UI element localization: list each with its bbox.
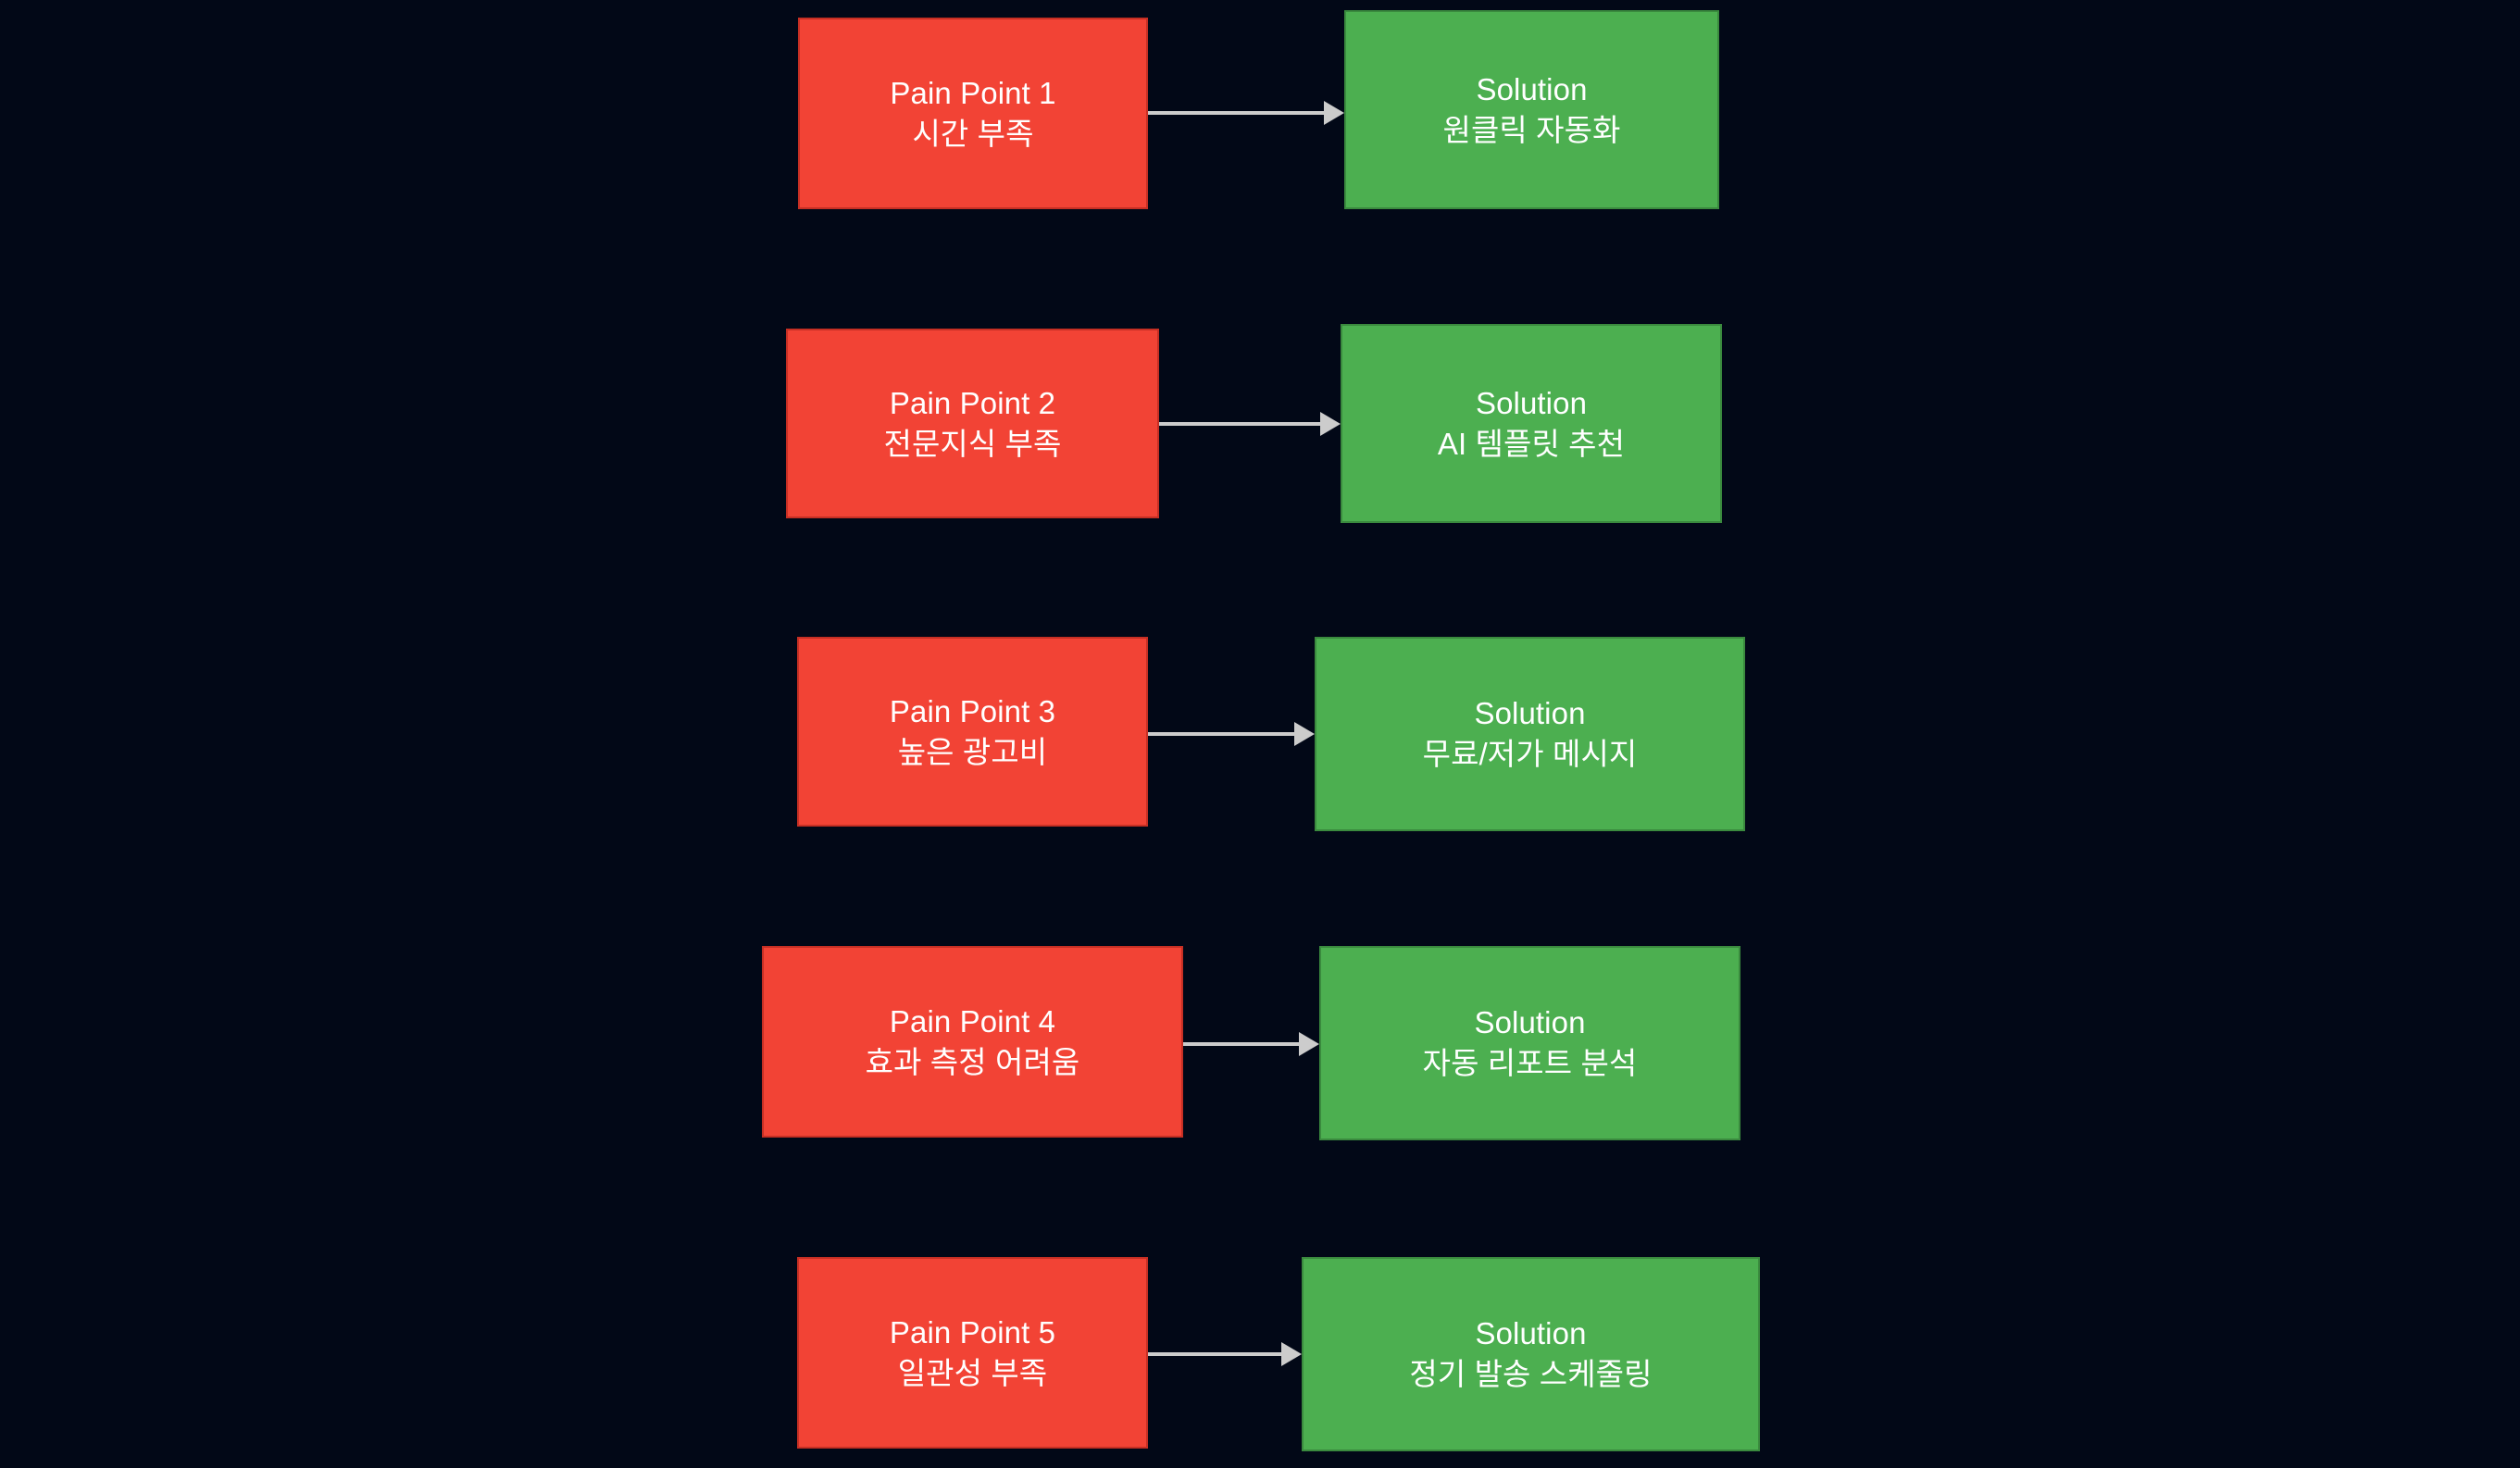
pain-point-node-3[interactable]: Pain Point 3 높은 광고비 xyxy=(797,637,1148,827)
pain-point-node-4[interactable]: Pain Point 4 효과 측정 어려움 xyxy=(762,946,1183,1138)
edge-arrowhead-icon-4 xyxy=(1299,1032,1319,1056)
pain-point-detail-3: 높은 광고비 xyxy=(897,734,1048,769)
solution-title-2: Solution xyxy=(1475,385,1588,420)
pain-point-node-1[interactable]: Pain Point 1 시간 부족 xyxy=(798,18,1148,209)
solution-detail-4: 자동 리포트 분석 xyxy=(1422,1046,1638,1080)
edge-arrowhead-icon-5 xyxy=(1281,1342,1302,1366)
solution-detail-2: AI 템플릿 추천 xyxy=(1437,426,1626,461)
solution-node-3[interactable]: Solution 무료/저가 메시지 xyxy=(1315,637,1745,831)
edge-arrowhead-icon-2 xyxy=(1320,412,1341,436)
solution-title-3: Solution xyxy=(1474,696,1586,731)
edge-shaft-1 xyxy=(1148,111,1324,115)
solution-detail-1: 원클릭 자동화 xyxy=(1442,112,1621,147)
pain-point-title-2: Pain Point 2 xyxy=(889,385,1056,420)
solution-title-1: Solution xyxy=(1476,71,1588,106)
solution-detail-3: 무료/저가 메시지 xyxy=(1422,737,1638,771)
solution-node-2[interactable]: Solution AI 템플릿 추천 xyxy=(1341,324,1722,523)
pain-point-detail-5: 일관성 부족 xyxy=(897,1355,1048,1390)
pain-point-detail-4: 효과 측정 어려움 xyxy=(865,1044,1080,1079)
edge-shaft-3 xyxy=(1148,732,1294,736)
solution-title-4: Solution xyxy=(1474,1005,1586,1040)
edge-shaft-5 xyxy=(1148,1352,1281,1356)
solution-title-5: Solution xyxy=(1475,1316,1587,1351)
edge-arrowhead-icon-1 xyxy=(1324,101,1344,125)
pain-point-node-5[interactable]: Pain Point 5 일관성 부족 xyxy=(797,1257,1148,1449)
solution-node-1[interactable]: Solution 원클릭 자동화 xyxy=(1344,10,1719,209)
pain-point-detail-1: 시간 부족 xyxy=(912,116,1034,151)
pain-point-title-3: Pain Point 3 xyxy=(889,693,1056,728)
edge-shaft-4 xyxy=(1183,1042,1299,1046)
pain-point-title-1: Pain Point 1 xyxy=(890,75,1056,110)
pain-point-detail-2: 전문지식 부족 xyxy=(883,426,1062,461)
solution-node-5[interactable]: Solution 정기 발송 스케줄링 xyxy=(1302,1257,1760,1451)
pain-point-title-5: Pain Point 5 xyxy=(889,1314,1056,1350)
solution-node-4[interactable]: Solution 자동 리포트 분석 xyxy=(1319,946,1740,1140)
edge-arrowhead-icon-3 xyxy=(1294,722,1315,746)
pain-point-node-2[interactable]: Pain Point 2 전문지식 부족 xyxy=(786,329,1159,518)
edge-shaft-2 xyxy=(1159,422,1320,426)
pain-point-title-4: Pain Point 4 xyxy=(889,1003,1056,1039)
solution-detail-5: 정기 발송 스케줄링 xyxy=(1409,1357,1653,1391)
